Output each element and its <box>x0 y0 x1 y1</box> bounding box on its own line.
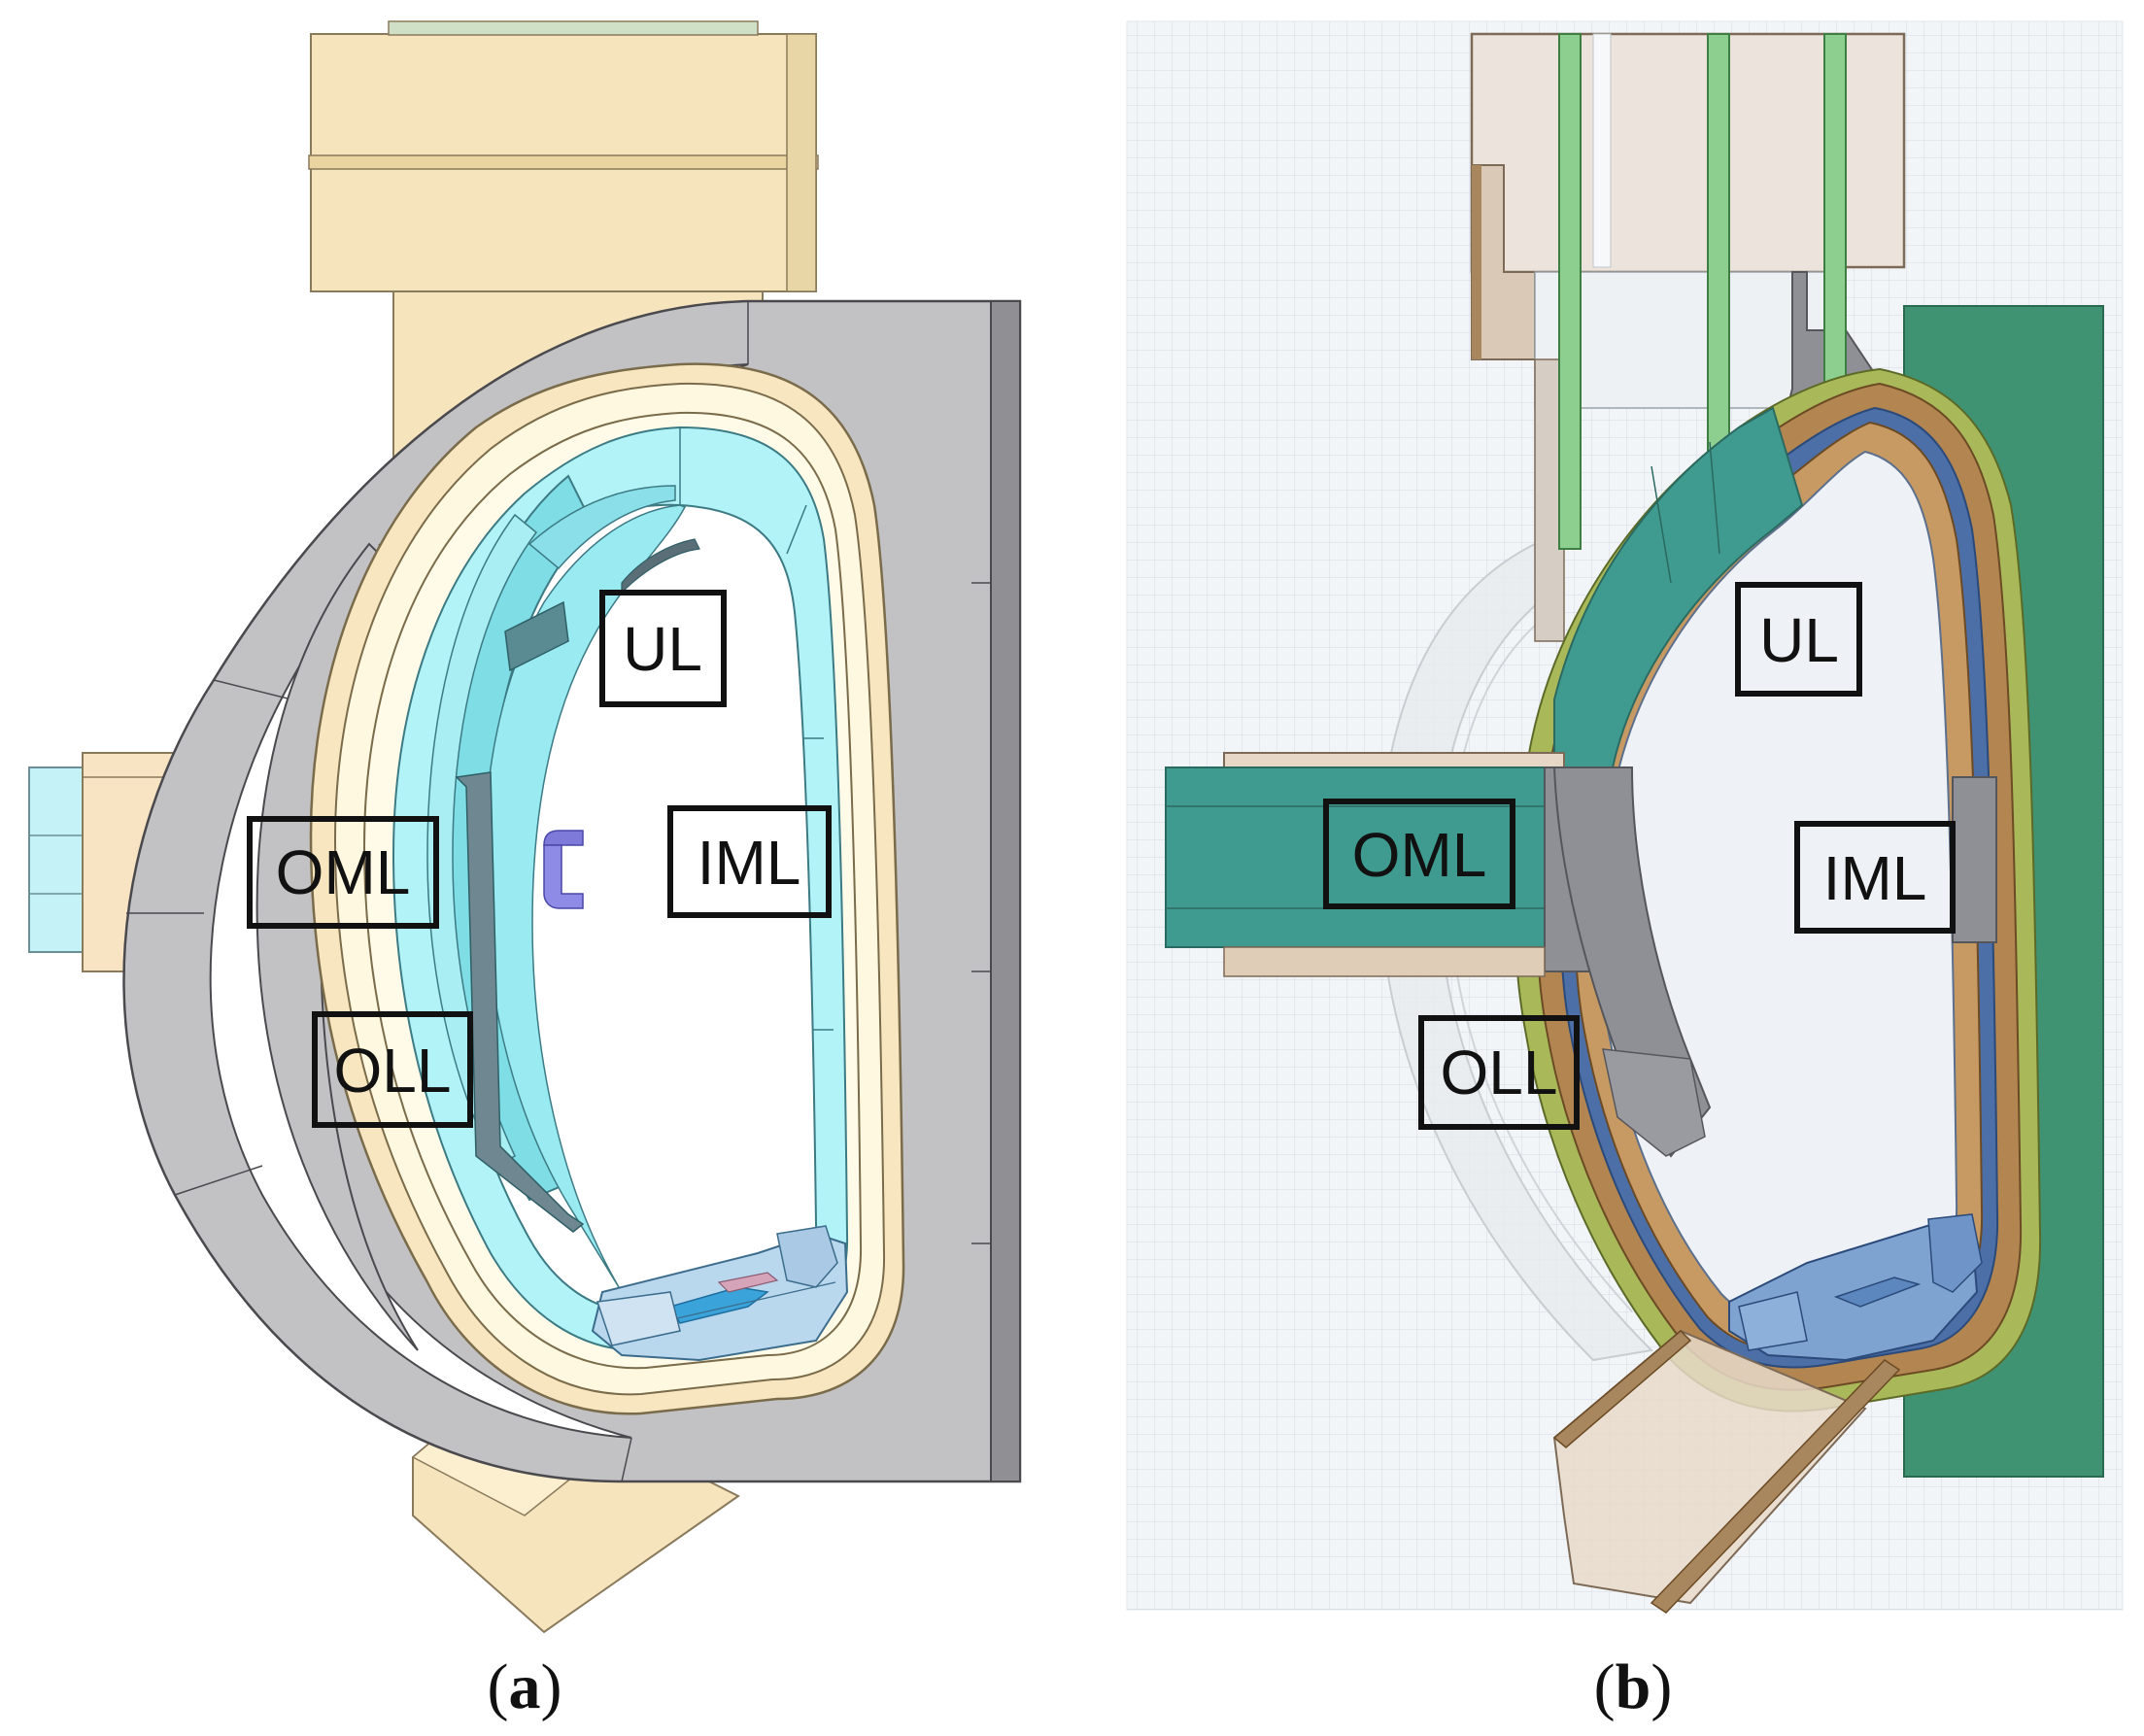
panel-b-label-ul-text: UL <box>1759 605 1839 675</box>
panel-b-caption: (b) <box>1594 1651 1673 1722</box>
panel-a-drawing <box>28 20 1022 1634</box>
panel-a-label-iml-text: IML <box>698 828 801 898</box>
panel-a-divertor <box>591 1225 849 1362</box>
panel-b-label-iml: IML <box>1794 821 1956 934</box>
panel-b-drawing <box>1126 20 2124 1614</box>
panel-b-upper-outer-blanket <box>1553 406 1804 768</box>
panel-a-label-ul: UL <box>599 590 727 707</box>
panel-b-label-oll: OLL <box>1418 1015 1580 1130</box>
panel-a-label-oml: OML <box>247 816 439 929</box>
panel-a-label-oll: OLL <box>312 1011 473 1128</box>
panel-b-label-oml-text: OML <box>1352 820 1487 890</box>
panel-a-label-oll-text: OLL <box>334 1036 452 1106</box>
panel-b-label-ul: UL <box>1735 582 1862 697</box>
panel-a-label-iml: IML <box>667 805 832 918</box>
panel-a-label-oml-text: OML <box>276 837 411 907</box>
panel-b-divertor <box>1728 1213 1983 1362</box>
panel-a-label-ul-text: UL <box>623 614 702 684</box>
panel-a-caption: (a) <box>488 1651 562 1722</box>
panel-b-inner-block <box>1952 776 1997 943</box>
panel-b-label-oml: OML <box>1323 799 1515 909</box>
panel-b-label-oll-text: OLL <box>1441 1038 1558 1107</box>
panel-b-label-iml-text: IML <box>1823 843 1927 913</box>
panel-b-lower-port <box>1552 1329 1901 1614</box>
